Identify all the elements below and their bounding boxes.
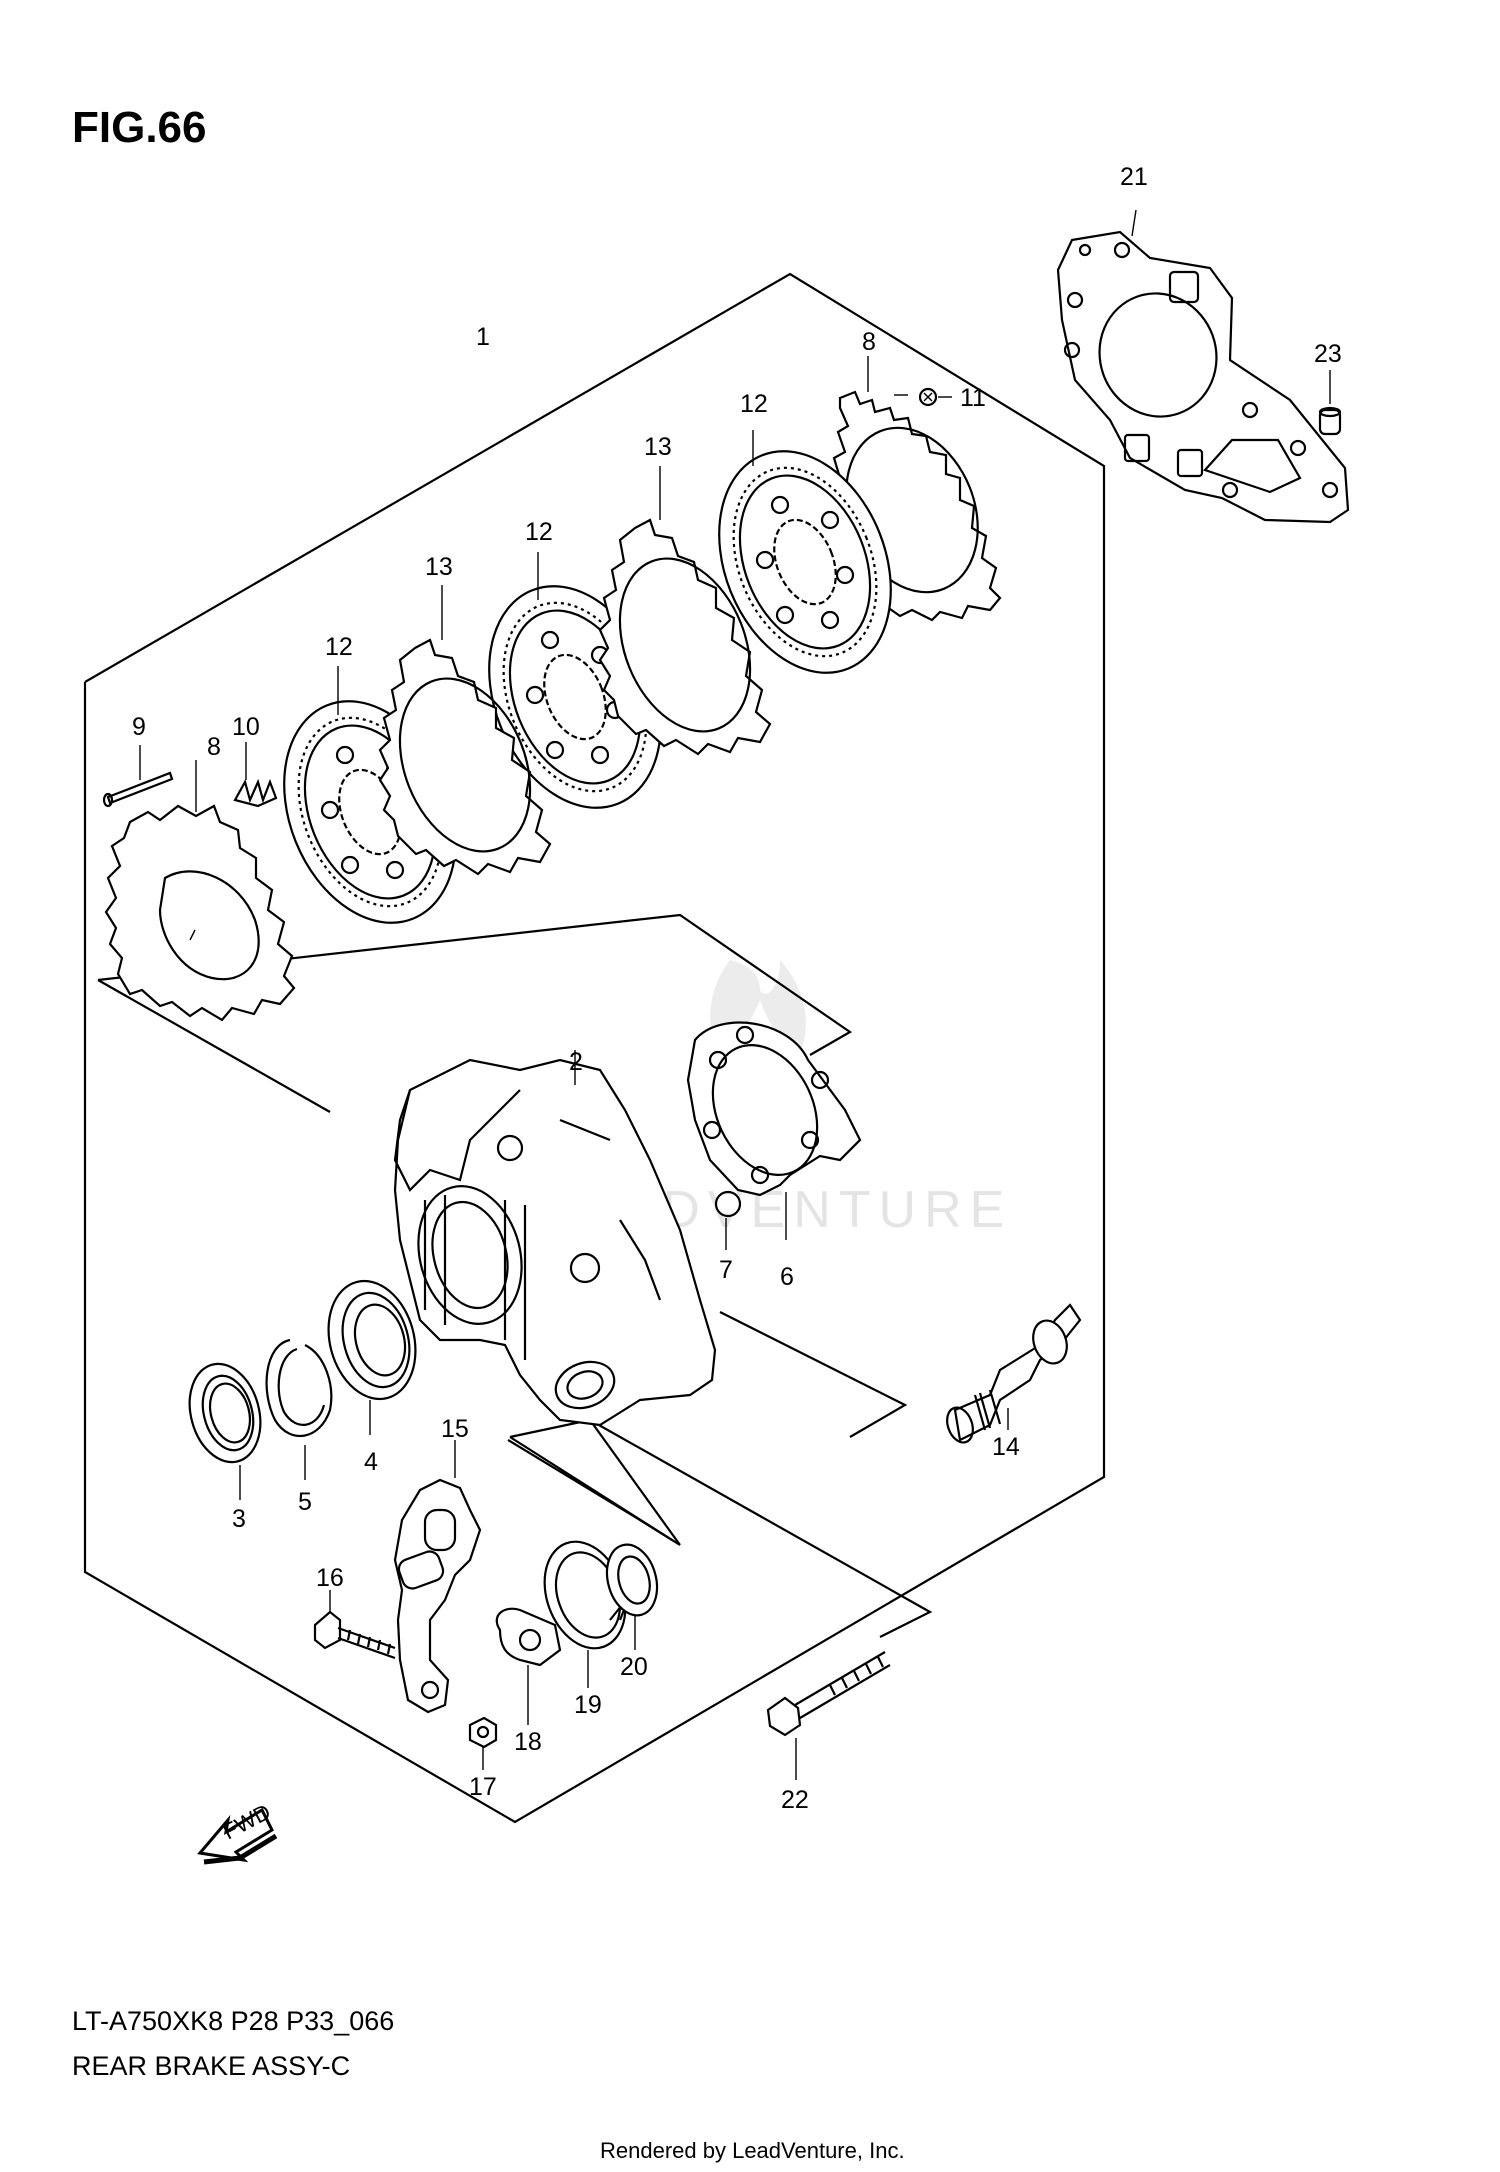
callout-18: 18 <box>514 1728 542 1756</box>
part-2-brake-housing <box>393 1050 717 1427</box>
callout-13-b: 13 <box>425 553 453 581</box>
callout-8-lower: 8 <box>207 733 221 761</box>
callout-23: 23 <box>1314 340 1342 368</box>
callout-22: 22 <box>781 1786 809 1814</box>
part-13-steel-plate-a <box>598 466 772 756</box>
part-13-steel-plate-b <box>378 585 552 876</box>
part-3-oil-seal <box>188 1362 262 1500</box>
callout-20: 20 <box>620 1653 648 1681</box>
subframe-right <box>719 1311 908 1438</box>
callout-3: 3 <box>232 1505 246 1533</box>
part-23-dowel <box>1318 370 1342 436</box>
callout-12-a: 12 <box>740 390 768 418</box>
callout-2: 2 <box>569 1048 583 1076</box>
subframe-tick <box>639 1519 673 1541</box>
callout-6: 6 <box>780 1263 794 1291</box>
callout-17: 17 <box>469 1773 497 1801</box>
part-4-bearing <box>327 1279 417 1435</box>
callout-8-upper: 8 <box>862 328 876 356</box>
model-code: LT-A750XK8 P28 P33_066 <box>72 2006 394 2036</box>
subframe-top <box>97 913 853 1056</box>
callout-12-c: 12 <box>325 633 353 661</box>
part-20-seal <box>605 1543 659 1650</box>
callout-14: 14 <box>992 1433 1020 1461</box>
part-9-pin <box>102 745 174 808</box>
subframe-line <box>97 979 331 1113</box>
assembly-frame <box>83 272 1106 1824</box>
figure-title: FIG.66 <box>72 103 207 152</box>
part-14-cam-shaft <box>946 1303 1082 1444</box>
part-21-gasket-plate <box>1056 209 1350 524</box>
callout-15: 15 <box>441 1415 469 1443</box>
callout-21: 21 <box>1120 163 1148 191</box>
callout-1: 1 <box>476 323 490 351</box>
callout-11: 11 <box>960 384 986 412</box>
part-10-spring <box>233 742 278 808</box>
part-16-bolt <box>313 1590 396 1660</box>
subframe-bottom <box>589 1419 933 1638</box>
subframe-lower2 <box>509 1418 681 1546</box>
figure-caption: REAR BRAKE ASSY-C <box>72 2051 350 2081</box>
part-6-bracket-plate <box>686 1021 862 1240</box>
callout-13-a: 13 <box>644 433 672 461</box>
part-8-plate-lower <box>104 760 296 1022</box>
part-17-nut <box>468 1716 498 1770</box>
callout-4: 4 <box>364 1448 378 1476</box>
callout-labels: 1 2 3 4 5 6 7 8 8 9 10 11 12 12 12 13 13… <box>132 163 1342 1814</box>
callout-9: 9 <box>132 713 146 741</box>
part-22-long-bolt <box>766 1651 891 1780</box>
callout-7: 7 <box>719 1256 733 1284</box>
callout-5: 5 <box>298 1488 312 1516</box>
callout-19: 19 <box>574 1691 602 1719</box>
part-7-ball <box>714 1190 742 1250</box>
part-18-indicator-plate <box>495 1607 562 1725</box>
callout-10: 10 <box>232 713 260 741</box>
callout-16: 16 <box>316 1564 344 1592</box>
fwd-arrow-icon: FWD <box>197 1799 278 1865</box>
callout-12-b: 12 <box>525 518 553 546</box>
part-11-circlip <box>918 387 952 407</box>
part-12-friction-disc-a <box>718 430 892 674</box>
part-15-lever-arm <box>393 1440 482 1714</box>
rendered-by-credit: Rendered by LeadVenture, Inc. <box>600 2138 905 2163</box>
part-5-snap-ring <box>265 1338 333 1480</box>
